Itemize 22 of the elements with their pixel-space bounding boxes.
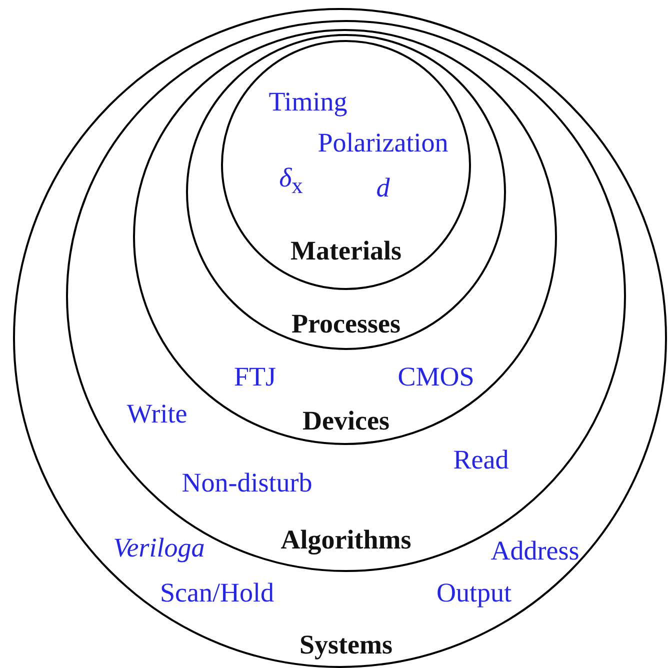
level-item: Read — [453, 446, 509, 474]
level-heading: Materials — [290, 238, 402, 264]
level-item: Address — [490, 538, 580, 564]
level-heading: Devices — [302, 408, 390, 434]
nested-ellipse — [221, 40, 471, 290]
nested-ellipse — [66, 20, 626, 572]
level-item: Output — [436, 580, 512, 606]
level-item: δ$_{x}$ — [279, 164, 303, 198]
level-item: Non-disturb — [182, 470, 312, 496]
level-item: Write — [126, 400, 188, 428]
nested-ellipse — [186, 34, 506, 350]
level-item: d — [376, 174, 390, 202]
level-heading: Systems — [300, 632, 392, 658]
level-heading: Algorithms — [280, 526, 412, 554]
level-item: Veriloga — [113, 534, 205, 562]
level-item: Timing — [268, 88, 348, 116]
level-item: CMOS — [398, 364, 474, 390]
level-item: Scan/Hold — [160, 580, 274, 606]
level-item: Polarization — [318, 130, 448, 156]
level-item: FTJ — [234, 364, 276, 390]
nested-ellipse — [13, 8, 667, 668]
level-heading: Processes — [292, 310, 400, 338]
